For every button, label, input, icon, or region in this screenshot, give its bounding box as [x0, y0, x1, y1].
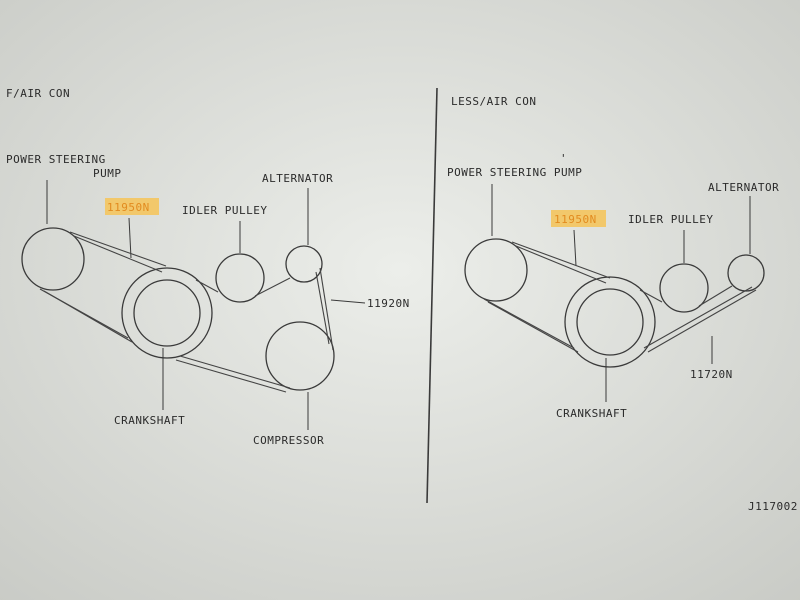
- left-heading: F/AIR CON: [6, 87, 70, 100]
- left-idler-alt-belt: [254, 277, 291, 297]
- right-alt-crank-belt-inner: [643, 286, 753, 349]
- right-belts: [483, 241, 757, 353]
- left-idler-pulley: [215, 253, 265, 303]
- right-ps-label: POWER STEERING PUMP: [447, 166, 582, 179]
- right-idler-label: IDLER PULLEY: [628, 213, 713, 226]
- left-crank-compressor-belt-inner: [175, 359, 287, 393]
- left-crankshaft-inner-pulley: [133, 279, 201, 347]
- right-idler-alt-belt: [698, 285, 733, 307]
- left-alt-compressor-belt-inner: [315, 271, 330, 345]
- right-ps-belt-bottom: [483, 298, 575, 349]
- left-crank-idler-belt: [195, 279, 219, 293]
- right-crankshaft-inner-pulley: [576, 288, 644, 356]
- left-belt-ps-label: 11950N: [107, 201, 150, 214]
- left-compressor-pulley: [265, 321, 335, 391]
- right-crankshaft-label: CRANKSHAFT: [556, 407, 627, 420]
- left-panel: F/AIR CON POWER STEERING PUMP 11950N CRA…: [6, 87, 410, 447]
- left-alt-compressor-belt-outer: [319, 267, 334, 351]
- left-crankshaft-label: CRANKSHAFT: [114, 414, 185, 427]
- right-alt-crank-belt-outer: [647, 289, 757, 353]
- figure-id: J117002: [748, 500, 798, 513]
- left-ps-label-line2: PUMP: [93, 167, 122, 180]
- right-alternator-label: ALTERNATOR: [708, 181, 779, 194]
- right-crankshaft-outer-pulley: [564, 276, 656, 368]
- left-ps-belt-bottom-inner: [43, 290, 133, 343]
- left-belt-alt-label: 11920N: [367, 297, 410, 310]
- right-belt-alt-label: 11720N: [690, 368, 733, 381]
- right-power-steering-pulley: [464, 238, 528, 302]
- left-idler-label: IDLER PULLEY: [182, 204, 267, 217]
- left-crank-compressor-belt: [179, 355, 291, 389]
- left-alternator-pulley: [285, 245, 323, 283]
- right-ps-belt-top: [511, 241, 611, 279]
- right-ps-belt-bottom-inner: [487, 301, 579, 353]
- right-crank-idler-belt: [639, 289, 663, 303]
- left-power-steering-pulley: [21, 227, 85, 291]
- right-belt-ps-label: 11950N: [554, 213, 597, 226]
- left-ps-belt-top: [69, 231, 167, 267]
- right-heading: LESS/AIR CON: [451, 95, 536, 108]
- left-ps-belt-top-inner: [73, 235, 163, 273]
- left-compressor-label: COMPRESSOR: [253, 434, 324, 447]
- right-small-mark: ': [560, 152, 567, 165]
- right-belt-ps-highlight: [551, 210, 606, 227]
- right-belt-ps-leader: [573, 229, 577, 267]
- right-panel: LESS/AIR CON ' POWER STEERING PUMP 11950…: [447, 95, 779, 420]
- left-belt-ps-highlight: [105, 198, 159, 215]
- right-idler-pulley: [659, 263, 709, 313]
- left-ps-label-line1: POWER STEERING: [6, 153, 106, 166]
- left-belts: [39, 231, 334, 393]
- left-crankshaft-outer-pulley: [121, 267, 213, 359]
- right-ps-belt-top-inner: [515, 245, 607, 284]
- panel-divider: [426, 87, 438, 504]
- left-belt-ps-leader: [128, 217, 132, 259]
- left-belt-alt-leader: [330, 299, 366, 304]
- left-alternator-label: ALTERNATOR: [262, 172, 333, 185]
